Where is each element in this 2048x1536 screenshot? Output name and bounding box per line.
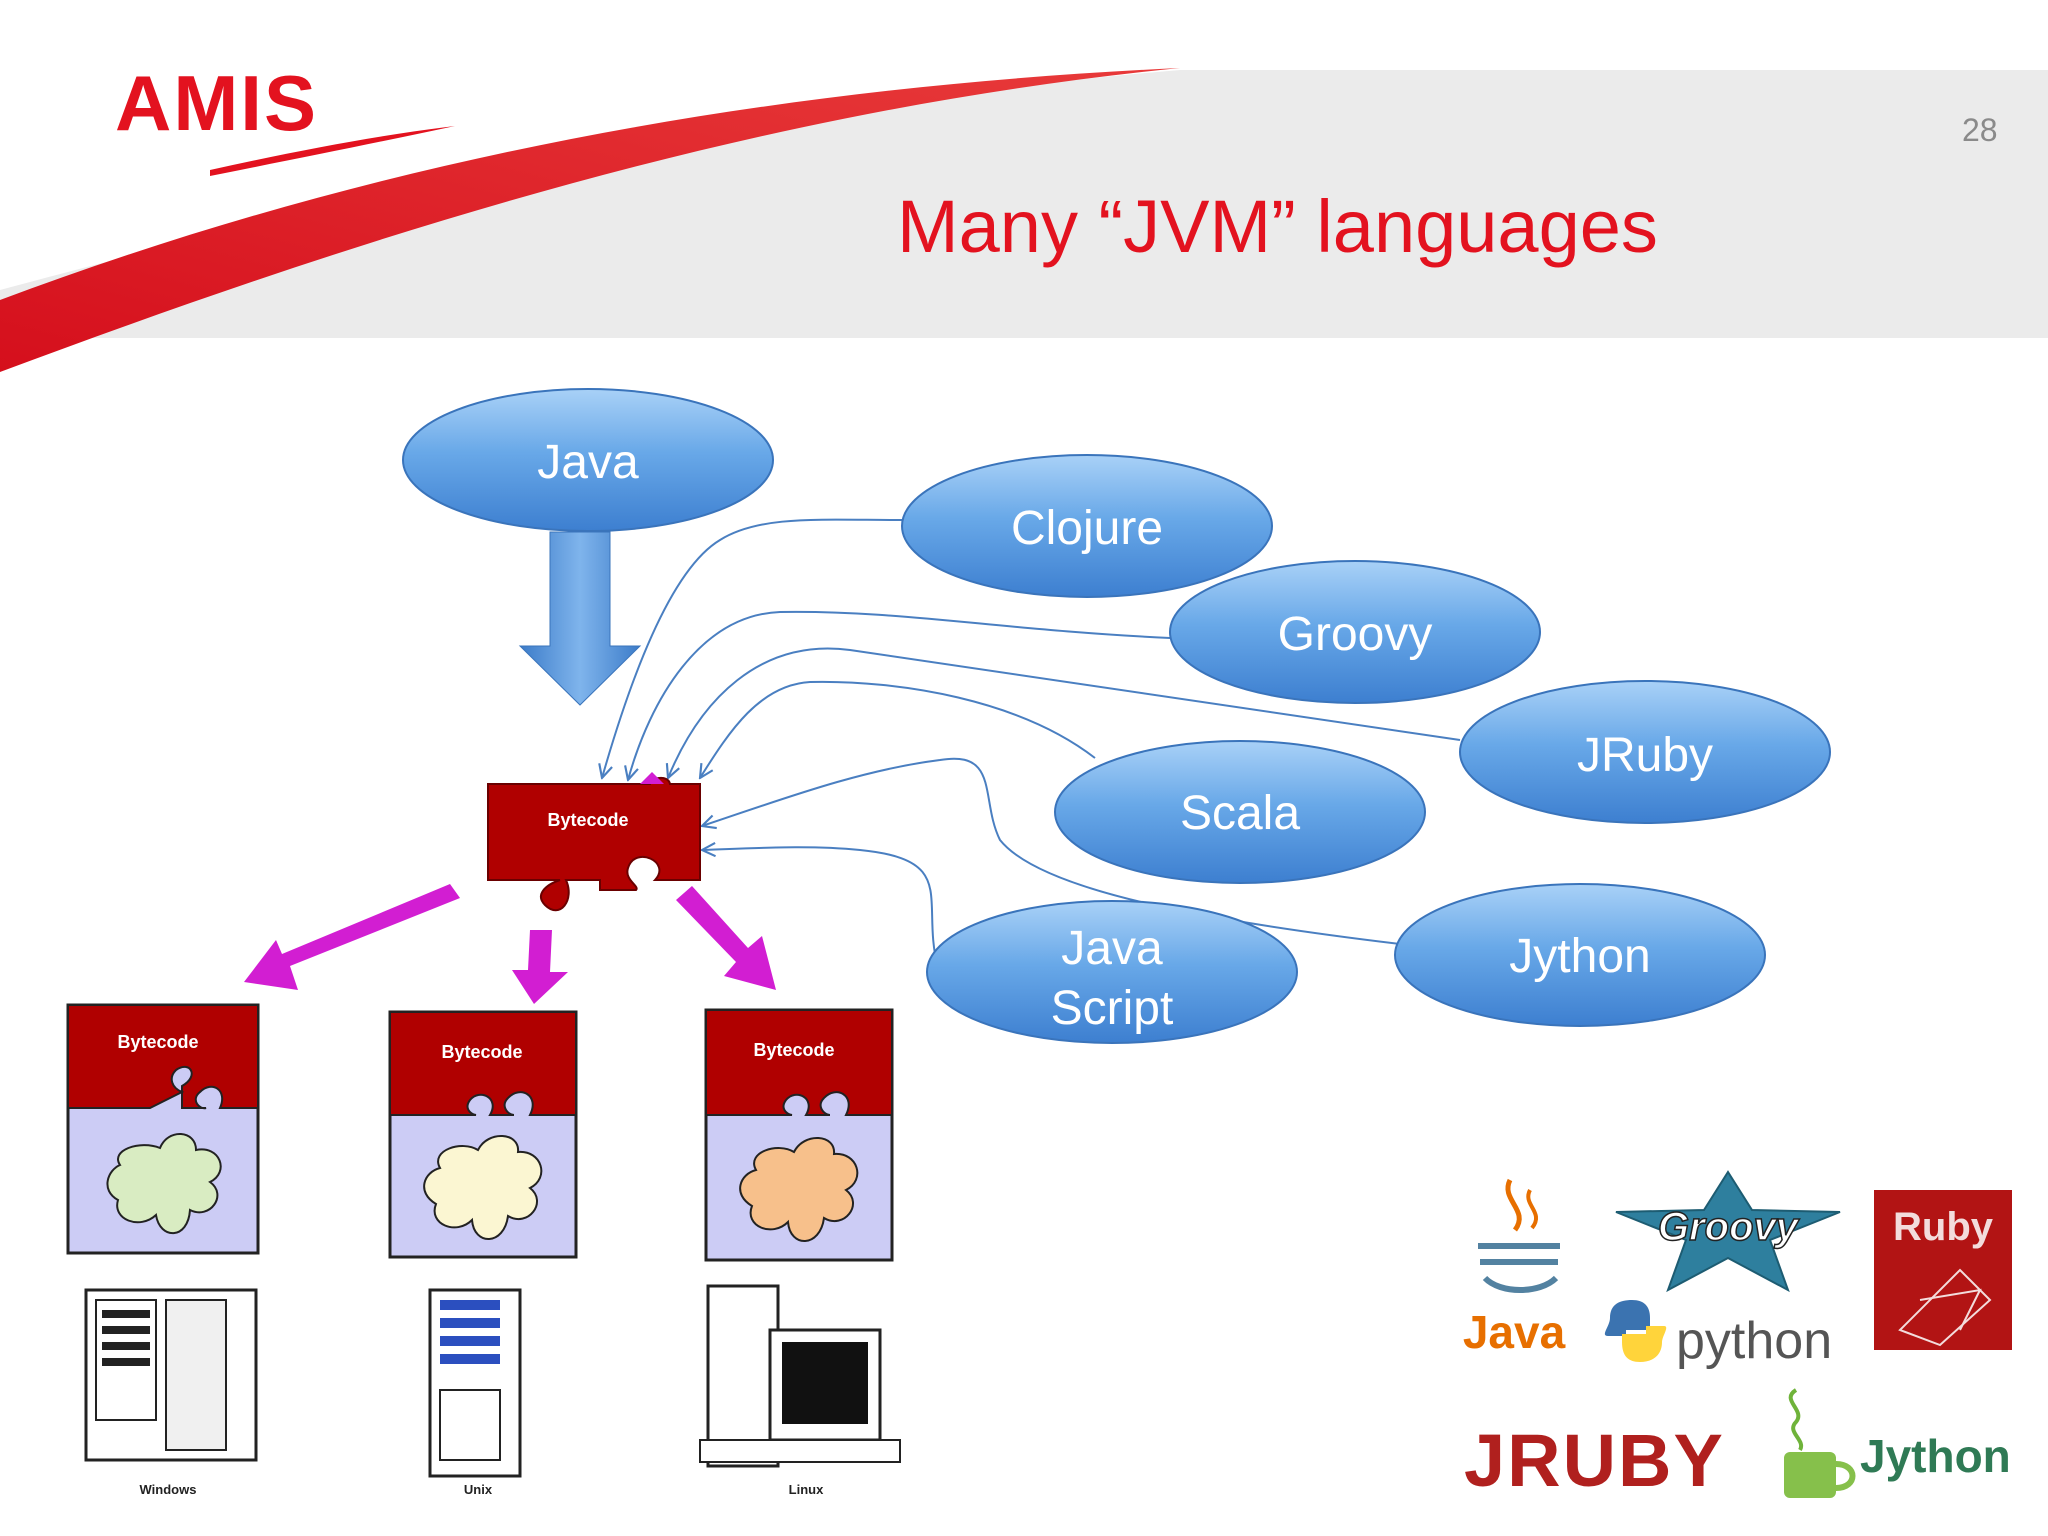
- platform-unix-os: Unix: [464, 1482, 493, 1497]
- arrow-to-windows: [244, 884, 460, 990]
- python-logo-text: python: [1676, 1312, 1832, 1370]
- header-band: [0, 68, 2048, 372]
- groovy-logo-text: Groovy: [1658, 1205, 1800, 1249]
- ellipse-java: Java: [402, 388, 774, 532]
- ellipse-jruby-label: JRuby: [1577, 729, 1713, 782]
- ellipse-java-label: Java: [537, 436, 639, 489]
- java-logo-text: Java: [1463, 1306, 1566, 1358]
- bytecode-piece-center: Bytecode: [487, 772, 701, 912]
- ellipse-javascript-line1: Java: [1061, 922, 1163, 975]
- python-logo: python: [1604, 1300, 1832, 1370]
- ellipse-scala-label: Scala: [1180, 787, 1300, 840]
- ellipse-groovy: Groovy: [1169, 560, 1541, 704]
- slide-title: Many “JVM” languages: [897, 185, 1658, 268]
- ellipse-jython: Jython: [1394, 883, 1766, 1027]
- platform-unix-label: Bytecode: [441, 1042, 522, 1062]
- connector-groovy: [628, 610, 1171, 780]
- ellipse-jython-label: Jython: [1509, 930, 1650, 983]
- ellipse-groovy-label: Groovy: [1278, 608, 1433, 661]
- page-number: 28: [1962, 112, 1998, 148]
- platform-linux-label: Bytecode: [753, 1040, 834, 1060]
- groovy-logo: Groovy: [1615, 1170, 1841, 1293]
- platform-windows: Bytecode Windows: [66, 1003, 260, 1497]
- ruby-logo-text: Ruby: [1893, 1205, 1994, 1249]
- connector-javascript: [702, 847, 939, 969]
- jruby-logo: JRUBY: [1464, 1419, 1725, 1502]
- java-to-bytecode-arrow: [518, 531, 642, 706]
- connector-clojure: [602, 518, 903, 778]
- ellipse-clojure-label: Clojure: [1011, 502, 1163, 555]
- ellipse-jruby: JRuby: [1459, 680, 1831, 824]
- platform-windows-os: Windows: [140, 1482, 197, 1497]
- connector-scala: [700, 680, 1096, 778]
- ruby-logo: Ruby: [1874, 1190, 2012, 1350]
- platform-linux: Bytecode Linux: [699, 1008, 901, 1497]
- bytecode-center-label: Bytecode: [547, 810, 628, 830]
- ellipse-scala: Scala: [1054, 740, 1426, 884]
- ellipse-javascript-line2: Script: [1051, 982, 1174, 1035]
- ellipse-javascript: Java Script: [926, 900, 1298, 1044]
- jython-logo: Jython: [1784, 1388, 2011, 1498]
- jruby-logo-text: JRUBY: [1464, 1419, 1725, 1502]
- brand-logo: AMIS: [115, 59, 318, 147]
- jython-logo-text: Jython: [1860, 1430, 2011, 1482]
- connector-jruby: [668, 647, 1461, 778]
- ellipse-clojure: Clojure: [901, 454, 1273, 598]
- platform-linux-os: Linux: [789, 1482, 824, 1497]
- arrow-to-linux: [676, 886, 776, 990]
- arrow-to-unix: [512, 930, 568, 1004]
- distribution-arrows: [244, 884, 776, 1004]
- java-logo: Java: [1463, 1178, 1566, 1358]
- platform-windows-label: Bytecode: [117, 1032, 198, 1052]
- platform-unix: Bytecode Unix: [388, 1010, 578, 1497]
